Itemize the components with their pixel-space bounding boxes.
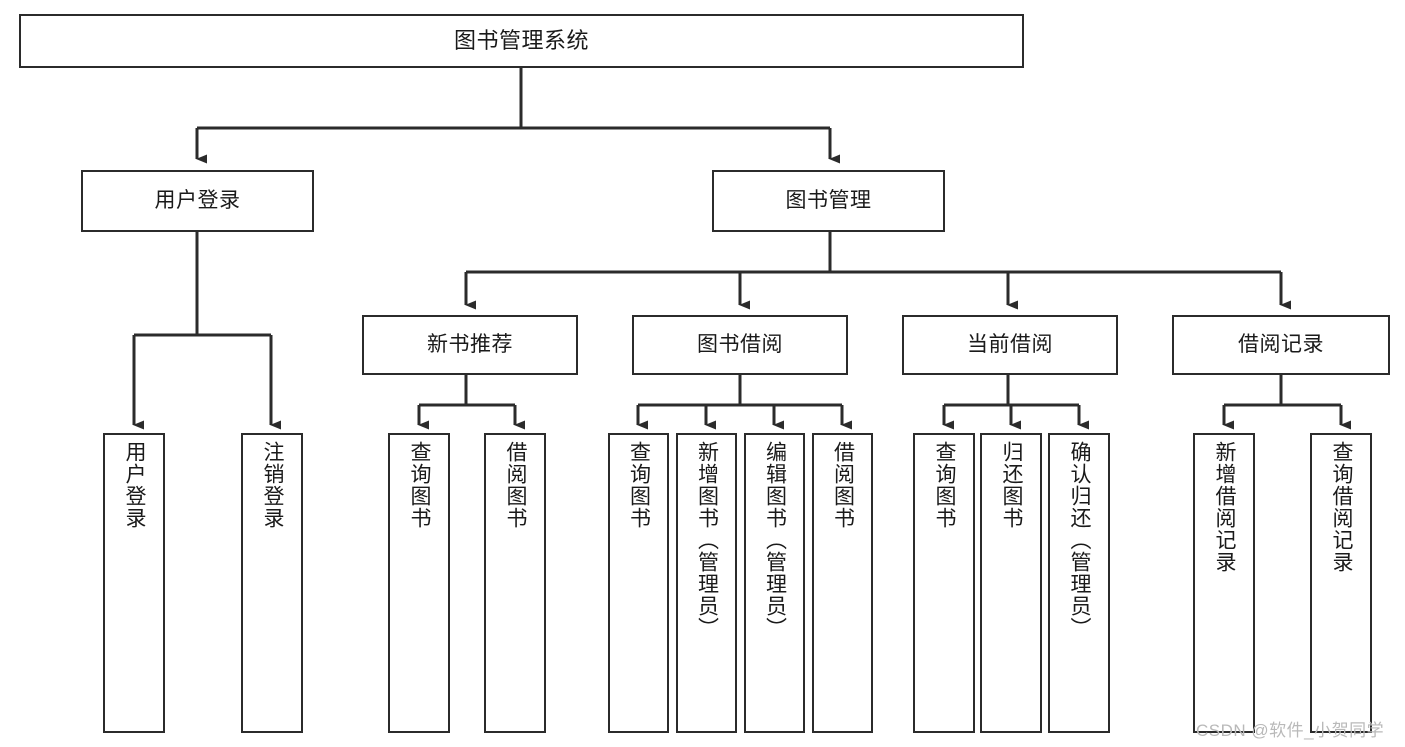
leaf-edit-book-admin[interactable]: 编辑图书（管理员） [744,433,805,733]
leaf-borrow-book-borrow[interactable]: 借阅图书 [812,433,873,733]
leaf-query-book-borrow-label: 查询图书 [627,441,651,529]
leaf-user-login[interactable]: 用户登录 [103,433,165,733]
leaf-add-book-admin[interactable]: 新增图书（管理员） [676,433,737,733]
csdn-watermark: CSDN @软件_小贺同学 [1196,721,1385,740]
leaf-query-book-borrow[interactable]: 查询图书 [608,433,669,733]
node-new-book-recommend-label: 新书推荐 [427,332,513,356]
node-user-login-label: 用户登录 [154,188,241,212]
leaf-logout-login-label: 注销登录 [261,441,285,529]
leaf-return-book[interactable]: 归还图书 [980,433,1042,733]
node-borrow-record-label: 借阅记录 [1238,332,1324,356]
node-root-book-management-system[interactable]: 图书管理系统 [19,14,1024,68]
leaf-query-book-recommend-label: 查询图书 [408,441,432,529]
leaf-edit-book-admin-label: 编辑图书（管理员） [763,441,787,639]
node-current-borrow[interactable]: 当前借阅 [902,315,1118,375]
leaf-borrow-book-recommend[interactable]: 借阅图书 [484,433,546,733]
leaf-confirm-return-admin-label: 确认归还（管理员） [1068,441,1092,639]
node-book-borrow-label: 图书借阅 [697,332,783,356]
node-user-login[interactable]: 用户登录 [81,170,314,232]
leaf-user-login-label: 用户登录 [123,441,147,529]
leaf-query-borrow-record[interactable]: 查询借阅记录 [1310,433,1372,733]
leaf-query-book-current[interactable]: 查询图书 [913,433,975,733]
node-book-management[interactable]: 图书管理 [712,170,945,232]
node-root-label: 图书管理系统 [453,28,589,54]
leaf-add-borrow-record[interactable]: 新增借阅记录 [1193,433,1255,733]
node-current-borrow-label: 当前借阅 [967,332,1053,356]
node-new-book-recommend[interactable]: 新书推荐 [362,315,578,375]
leaf-return-book-label: 归还图书 [1000,441,1024,529]
node-book-management-label: 图书管理 [785,188,872,212]
leaf-logout-login[interactable]: 注销登录 [241,433,303,733]
leaf-borrow-book-recommend-label: 借阅图书 [504,441,528,529]
leaf-query-book-current-label: 查询图书 [933,441,957,529]
node-book-borrow[interactable]: 图书借阅 [632,315,848,375]
leaf-add-borrow-record-label: 新增借阅记录 [1213,441,1237,573]
node-borrow-record[interactable]: 借阅记录 [1172,315,1390,375]
leaf-confirm-return-admin[interactable]: 确认归还（管理员） [1048,433,1110,733]
leaf-query-book-recommend[interactable]: 查询图书 [388,433,450,733]
leaf-query-borrow-record-label: 查询借阅记录 [1330,441,1354,573]
leaf-borrow-book-borrow-label: 借阅图书 [831,441,855,529]
leaf-add-book-admin-label: 新增图书（管理员） [695,441,719,639]
